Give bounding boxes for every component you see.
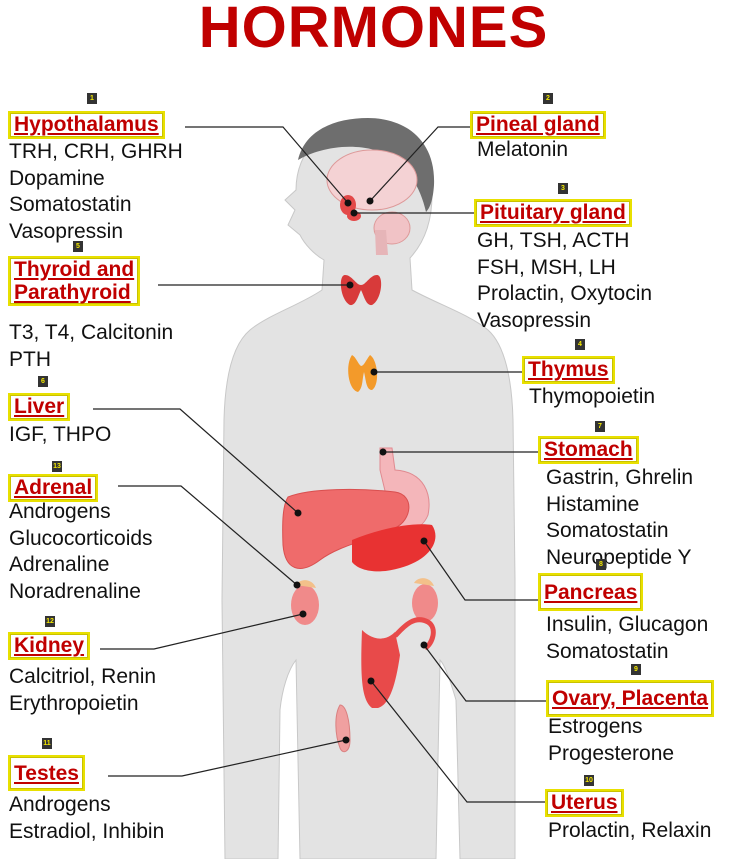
line-ovary: [423, 644, 548, 702]
line-pineal: [369, 126, 470, 202]
adrenal-left-organ: [296, 580, 316, 588]
num-hypothalamus: 1: [87, 93, 97, 104]
num-uterus: 10: [584, 775, 594, 786]
connector-dots: [293, 197, 428, 744]
line-hypothalamus: [185, 126, 349, 204]
connector-lines: [93, 126, 548, 803]
num-ovary: 9: [631, 664, 641, 675]
num-pituitary: 3: [558, 183, 568, 194]
brain: [326, 149, 418, 211]
label-testes: Testes: [8, 755, 85, 791]
hormones-pineal: Melatonin: [477, 138, 569, 161]
line-pancreas: [423, 540, 542, 601]
pancreas-organ: [352, 524, 436, 572]
label-stomach: Stomach: [538, 436, 639, 464]
label-liver: Liver: [8, 393, 71, 421]
label-pancreas: Pancreas: [538, 573, 644, 611]
label-thymus: Thymus: [522, 356, 615, 384]
brainstem: [375, 230, 388, 255]
label-ovary: Ovary, Placenta: [546, 680, 715, 717]
hormones-thymus: Thymopoietin: [529, 385, 656, 408]
num-kidney: 12: [45, 616, 55, 627]
label-hypothalamus: Hypothalamus: [8, 111, 165, 139]
num-adrenal: 13: [52, 461, 62, 472]
label-thyroid: Thyroid and Parathyroid: [8, 256, 141, 306]
kidney-right-organ: [412, 584, 438, 622]
num-stomach: 7: [595, 421, 605, 432]
adrenal-right-organ: [414, 578, 434, 586]
uterus-organ: [361, 630, 400, 708]
fallopian-tube: [393, 617, 436, 651]
label-uterus: Uterus: [545, 789, 624, 817]
num-testes: 11: [42, 738, 52, 749]
label-pituitary: Pituitary gland: [474, 199, 632, 227]
num-pancreas: 8: [596, 559, 606, 570]
page-title: HORMONES: [198, 0, 549, 60]
hormones-liver: IGF, THPO: [9, 423, 112, 446]
hair: [298, 118, 435, 212]
kidney-left-organ: [291, 585, 319, 625]
line-adrenal: [118, 485, 298, 586]
line-kidney: [100, 613, 304, 650]
hormones-uterus: Prolactin, Relaxin: [548, 819, 712, 842]
line-uterus: [370, 680, 545, 803]
num-pineal: 2: [543, 93, 553, 104]
num-liver: 6: [38, 376, 48, 387]
label-pineal: Pineal gland: [470, 111, 606, 139]
label-kidney: Kidney: [8, 632, 91, 660]
num-thyroid: 5: [73, 241, 83, 252]
num-thymus: 4: [575, 339, 585, 350]
thymus-organ: [348, 355, 378, 392]
line-liver: [93, 408, 299, 514]
line-testes: [108, 739, 347, 777]
label-adrenal: Adrenal: [8, 474, 99, 502]
